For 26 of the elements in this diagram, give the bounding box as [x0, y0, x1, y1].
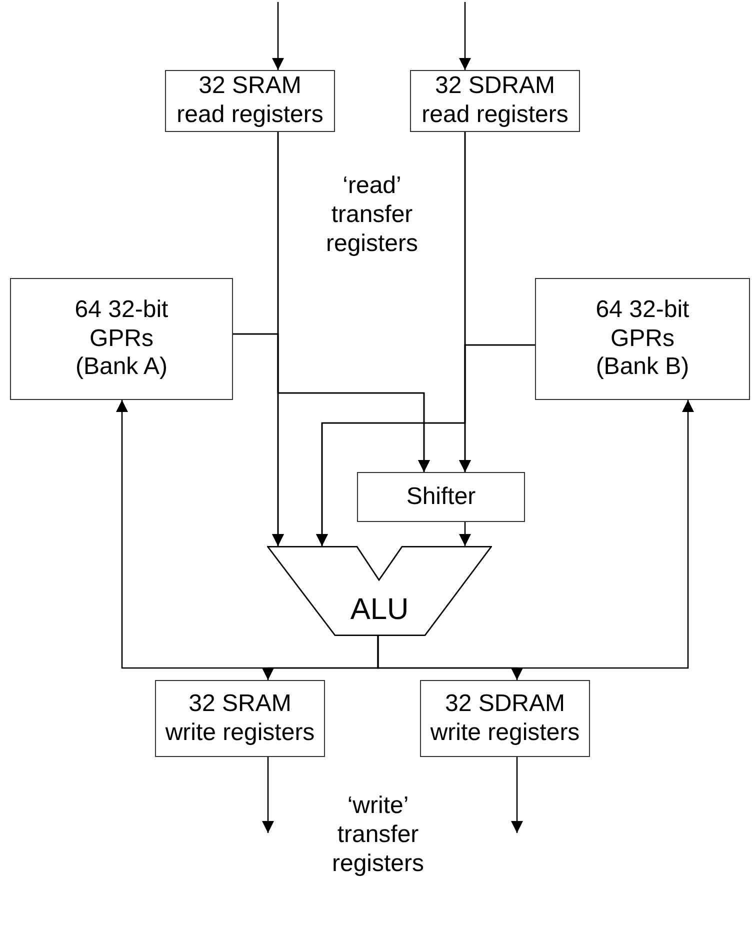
register-label: 64 32-bit GPRs (Bank A) [74, 296, 170, 382]
register-box [155, 680, 325, 757]
arrow [272, 2, 284, 70]
register-box [535, 278, 750, 400]
register-label: Shifter [405, 482, 477, 512]
register-box [420, 680, 590, 757]
register-label: ALU [349, 592, 410, 628]
register-label: 32 SDRAM read registers [420, 72, 570, 130]
arrow [511, 757, 523, 833]
arrow [316, 344, 535, 546]
shifter-box [357, 472, 525, 522]
arrow [233, 333, 430, 472]
register-label: 32 SDRAM write registers [429, 690, 581, 748]
register-box [410, 70, 580, 132]
arrow [377, 636, 523, 680]
group-label: ‘read’ transfer registers [324, 172, 420, 258]
group-label: ‘write’ transfer registers [330, 792, 426, 878]
register-box [165, 70, 335, 132]
register-label: 32 SRAM read registers [176, 72, 324, 130]
arrow [459, 522, 471, 546]
register-label: 32 SRAM write registers [164, 690, 316, 748]
register-label: 64 32-bit GPRs (Bank B) [594, 296, 690, 382]
register-box [10, 278, 233, 400]
alu-shape [267, 546, 492, 636]
arrow [262, 757, 274, 833]
arrow [459, 2, 471, 70]
